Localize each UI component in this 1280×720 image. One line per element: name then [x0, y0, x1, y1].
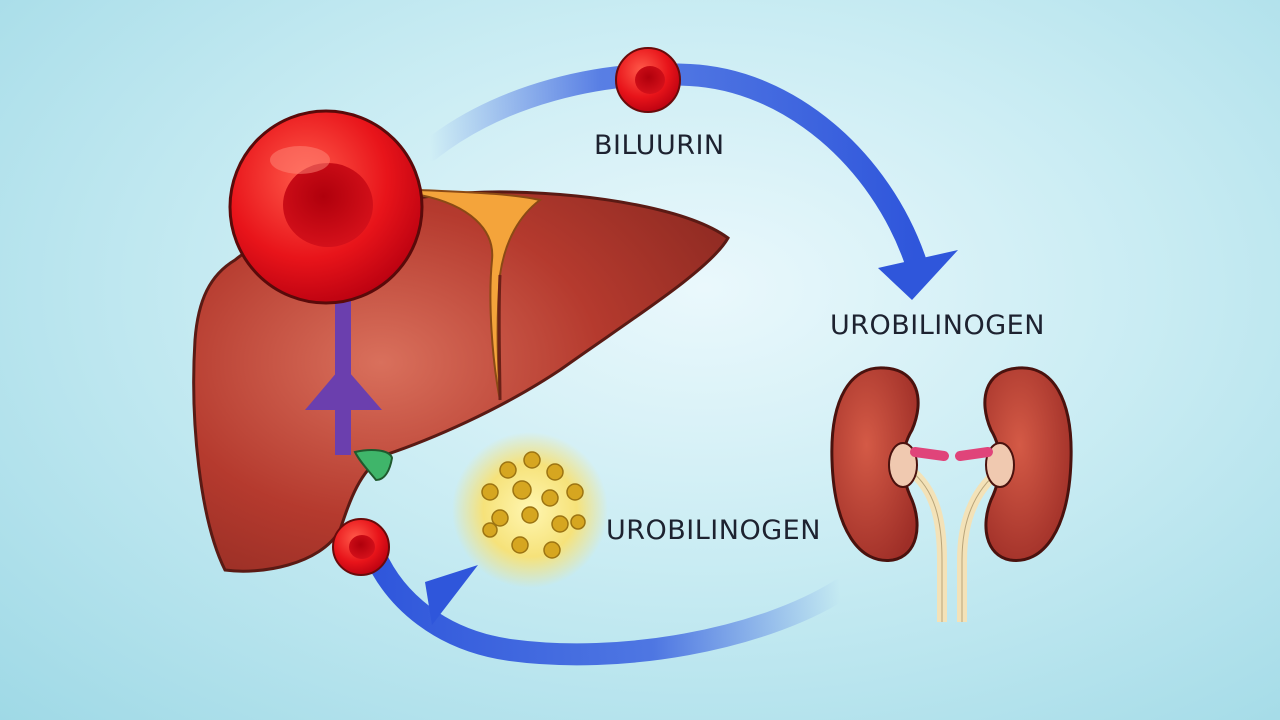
label-biluurin: BILUURIN	[594, 130, 725, 161]
cycle-arrow-top	[419, 63, 958, 300]
kidneys-icon	[830, 366, 1073, 622]
label-urobilinogen-right: UROBILINOGEN	[830, 310, 1045, 341]
label-urobilinogen-middle: UROBILINOGEN	[606, 515, 821, 546]
bile-particles-icon	[452, 432, 608, 588]
red-blood-cell-icon	[615, 47, 681, 113]
bilirubin-arrow	[305, 300, 382, 455]
cycle-arrow-bottom	[364, 544, 851, 666]
red-blood-cell-icon	[332, 518, 390, 576]
red-blood-cell-icon	[228, 109, 424, 305]
gallbladder-icon	[353, 449, 394, 482]
